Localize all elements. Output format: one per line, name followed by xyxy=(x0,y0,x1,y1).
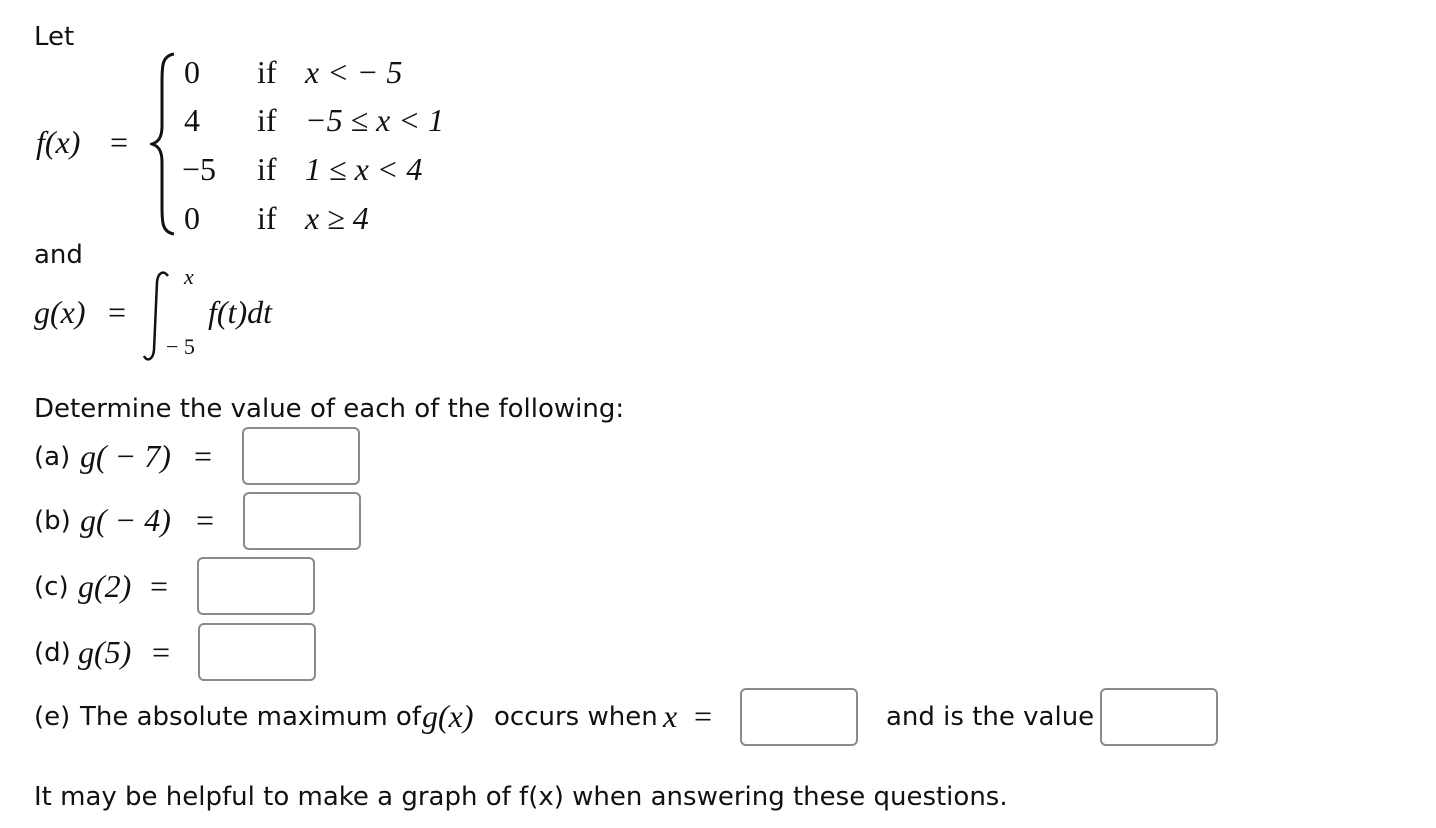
case-condition: x < − 5 xyxy=(305,54,403,90)
instructions: Determine the value of each of the follo… xyxy=(34,394,625,424)
question-label: (a) xyxy=(34,442,71,472)
case-value: 4 xyxy=(184,102,200,138)
intro-let: Let xyxy=(34,22,75,52)
g-lhs: g(x) xyxy=(34,294,86,330)
case-if: if xyxy=(257,200,277,236)
question-label: (c) xyxy=(34,572,69,602)
question-equals: = xyxy=(152,634,171,670)
case-value: −5 xyxy=(182,151,217,187)
answer-input-d[interactable] xyxy=(198,623,316,681)
answer-input-c[interactable] xyxy=(197,557,315,615)
integral-upper-limit: x xyxy=(184,264,194,289)
left-brace-icon xyxy=(150,52,175,236)
case-condition: 1 ≤ x < 4 xyxy=(305,151,423,187)
case-if: if xyxy=(257,151,277,187)
question-e-expression: g(x) xyxy=(422,698,474,734)
question-equals: = xyxy=(150,568,169,604)
answer-input-e-x[interactable] xyxy=(740,688,858,746)
question-label: (d) xyxy=(34,638,71,668)
question-e-equals: = xyxy=(694,698,713,734)
answer-input-e-value[interactable] xyxy=(1100,688,1218,746)
question-e-variable: x xyxy=(663,698,678,734)
question-e-label: (e) xyxy=(34,702,71,732)
question-equals: = xyxy=(196,502,215,538)
case-if: if xyxy=(257,102,277,138)
f-lhs: f(x) xyxy=(36,124,81,160)
question-expression: g(5) xyxy=(78,634,132,670)
g-equals: = xyxy=(108,294,127,330)
f-equals: = xyxy=(110,124,129,160)
case-value: 0 xyxy=(184,200,200,236)
question-equals: = xyxy=(194,438,213,474)
question-e-text-after: and is the value xyxy=(886,702,1095,732)
integrand: f(t)dt xyxy=(208,294,272,330)
question-e-text-middle: occurs when xyxy=(494,702,658,732)
question-expression: g(2) xyxy=(78,568,132,604)
question-expression: g( − 4) xyxy=(80,502,171,538)
question-label: (b) xyxy=(34,506,71,536)
intro-and: and xyxy=(34,240,83,270)
case-if: if xyxy=(257,54,277,90)
question-e-text-before: The absolute maximum of xyxy=(80,702,421,732)
answer-input-b[interactable] xyxy=(243,492,361,550)
question-expression: g( − 7) xyxy=(80,438,171,474)
hint-text: It may be helpful to make a graph of f(x… xyxy=(34,782,1008,812)
case-condition: x ≥ 4 xyxy=(305,200,369,236)
case-value: 0 xyxy=(184,54,200,90)
case-condition: −5 ≤ x < 1 xyxy=(305,102,444,138)
integral-sign-icon xyxy=(142,271,170,361)
integral-lower-limit: − 5 xyxy=(166,334,195,359)
answer-input-a[interactable] xyxy=(242,427,360,485)
